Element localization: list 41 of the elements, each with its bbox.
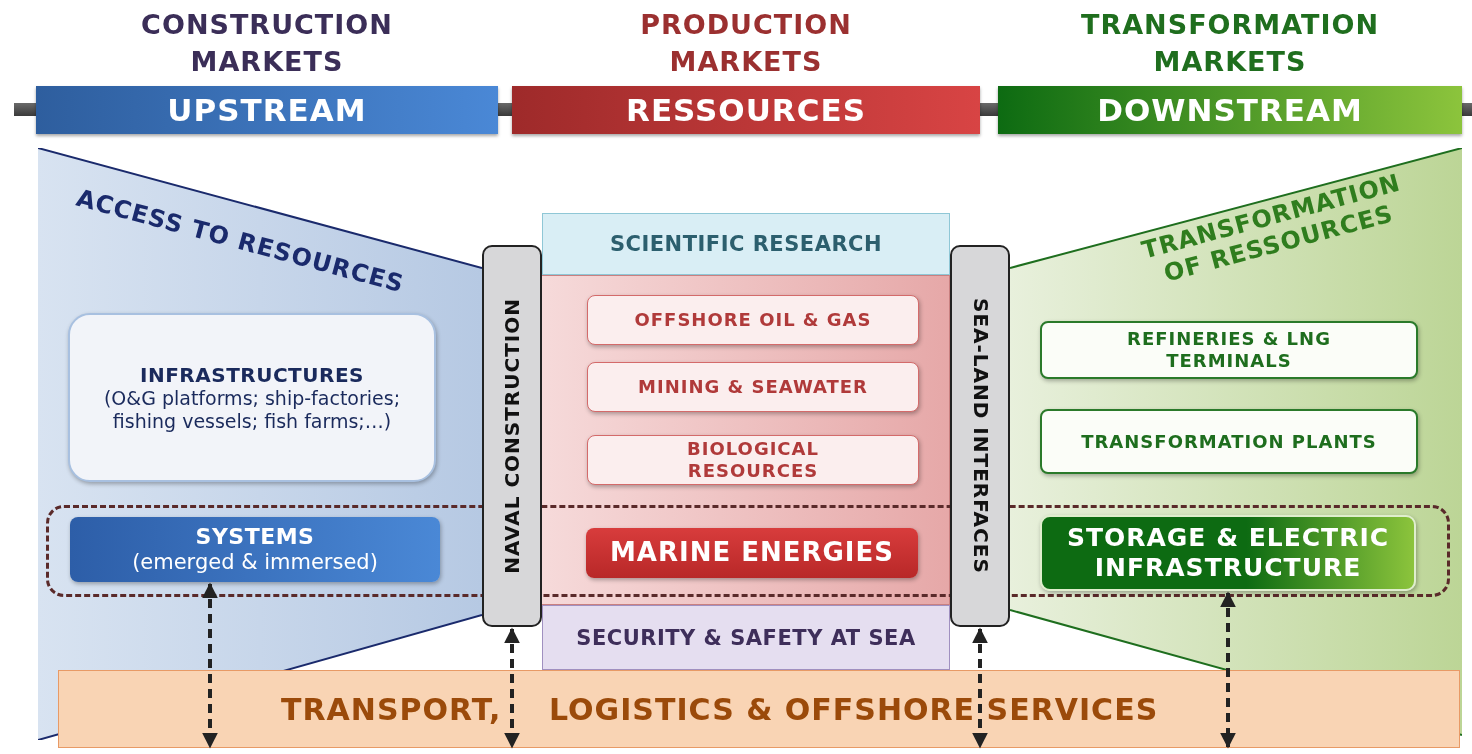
double-arrow [972,627,988,749]
band-label: TRANSPORT, [281,691,502,727]
box-label: MINING & SEAWATER [638,376,868,398]
resource-box [587,295,919,345]
infrastructure-box [1040,515,1416,591]
pillar-label: SEA-LAND INTERFACES [968,298,992,574]
band-label: SECURITY & SAFETY AT SEA [576,625,916,650]
pillar-label: NAVAL CONSTRUCTION [500,298,524,574]
double-arrow [202,582,218,749]
rounded-box [68,313,436,482]
box-body: (O&G platforms; ship-factories; fishing vessels; fish farms;…) [102,386,402,433]
process-box [1040,409,1418,474]
market-heading: PRODUCTION MARKETS [639,8,853,79]
stage-banner: UPSTREAM [36,86,498,134]
box-body: (emerged & immersed) [132,550,378,576]
market-heading: TRANSFORMATION MARKETS [1080,8,1380,79]
box-label: REFINERIES & LNG TERMINALS [1126,328,1332,372]
pillar-box [482,245,542,627]
resource-box [587,362,919,412]
box-label: OFFSHORE OIL & GAS [634,309,872,331]
layer-band [58,670,1460,748]
box-label: STORAGE & ELECTRIC INFRASTRUCTURE [1065,523,1391,583]
double-arrow [1220,591,1236,749]
box-label: TRANSFORMATION PLANTS [1081,430,1377,453]
box-heading: INFRASTRUCTURES [140,362,364,387]
stage-banner: DOWNSTREAM [998,86,1462,134]
process-box [1040,321,1418,379]
box-label: MARINE ENERGIES [609,537,895,569]
box-label: BIOLOGICAL RESOURCES [686,438,820,482]
stage-banner: RESSOURCES [512,86,980,134]
box-heading: SYSTEMS [195,523,315,551]
band-label: LOGISTICS & OFFSHORE SERVICES [549,691,1159,727]
pillar-box [950,245,1010,627]
band-label: SCIENTIFIC RESEARCH [609,232,883,256]
double-arrow [504,627,520,749]
market-heading: CONSTRUCTION MARKETS [140,8,394,79]
system-box [70,517,440,582]
energy-box [586,528,918,578]
layer-band [542,605,950,670]
layer-band [542,213,950,275]
resource-box [587,435,919,485]
